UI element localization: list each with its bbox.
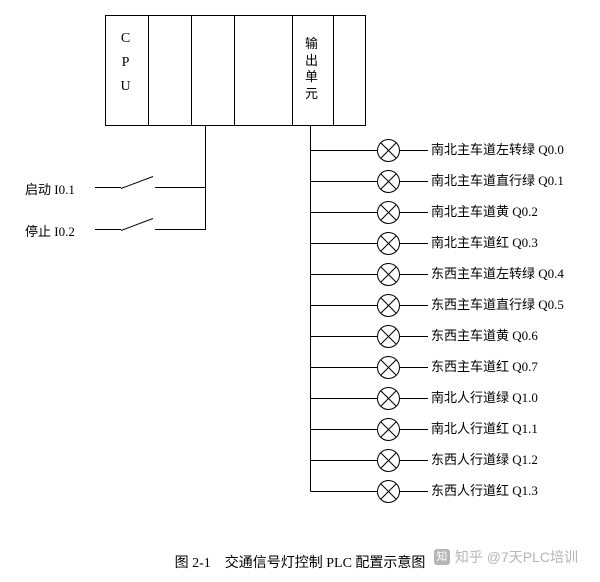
lamp-branch — [310, 294, 428, 317]
input-label-start: 启动 I0.1 — [25, 182, 75, 197]
output-label: 东西人行道绿 Q1.2 — [431, 452, 538, 467]
input-wiring — [95, 125, 206, 231]
output-label: 东西主车道黄 Q0.6 — [431, 328, 538, 343]
lamp-cross — [380, 483, 397, 500]
lamp-branch — [310, 139, 428, 162]
lamp-cross — [380, 142, 397, 159]
lamp-branch — [310, 325, 428, 348]
output-label: 南北人行道红 Q1.1 — [431, 421, 538, 436]
figure-caption: 图 2-1 交通信号灯控制 PLC 配置示意图 — [174, 556, 426, 571]
output-label: 东西主车道直行绿 Q0.5 — [431, 297, 564, 312]
output-label: 南北人行道绿 Q1.0 — [431, 390, 538, 405]
input-label-stop: 停止 I0.2 — [25, 224, 75, 239]
switch-blade — [120, 176, 154, 189]
switch-blade — [120, 218, 154, 231]
watermark: 知 知乎 @7天PLC培训 — [433, 547, 578, 567]
plc-rack — [105, 15, 366, 126]
lamp-cross — [380, 390, 397, 407]
output-label: 南北主车道直行绿 Q0.1 — [431, 173, 564, 188]
output-unit-label: 输出单元 — [304, 36, 318, 101]
lamp-cross — [380, 235, 397, 252]
output-wiring — [310, 125, 428, 503]
lamp-cross — [380, 359, 397, 376]
lamp-branch — [310, 449, 428, 472]
lamp-branch — [310, 263, 428, 286]
stop-switch-icon — [95, 218, 206, 231]
zhihu-logo-icon: 知 — [433, 549, 450, 565]
lamp-branch — [310, 387, 428, 410]
lamp-cross — [380, 452, 397, 469]
lamp-branch — [310, 418, 428, 441]
output-label: 南北主车道红 Q0.3 — [431, 235, 538, 250]
lamp-cross — [380, 173, 397, 190]
lamp-cross — [380, 266, 397, 283]
lamp-cross — [380, 297, 397, 314]
start-switch-icon — [95, 176, 206, 189]
lamp-branch — [310, 232, 428, 255]
watermark-text: 知乎 @7天PLC培训 — [454, 549, 578, 565]
output-label: 东西人行道红 Q1.3 — [431, 483, 538, 498]
output-label: 南北主车道黄 Q0.2 — [431, 204, 538, 219]
lamp-cross — [380, 421, 397, 438]
output-label: 东西主车道左转绿 Q0.4 — [431, 266, 564, 281]
cpu-module-label: C P U — [120, 31, 131, 94]
lamp-cross — [380, 204, 397, 221]
lamp-branch — [310, 201, 428, 224]
lamp-branch — [310, 480, 428, 503]
output-label: 东西主车道红 Q0.7 — [431, 359, 538, 374]
lamp-cross — [380, 328, 397, 345]
output-label: 南北主车道左转绿 Q0.0 — [431, 142, 564, 157]
lamp-branch — [310, 356, 428, 379]
lamp-branch — [310, 170, 428, 193]
